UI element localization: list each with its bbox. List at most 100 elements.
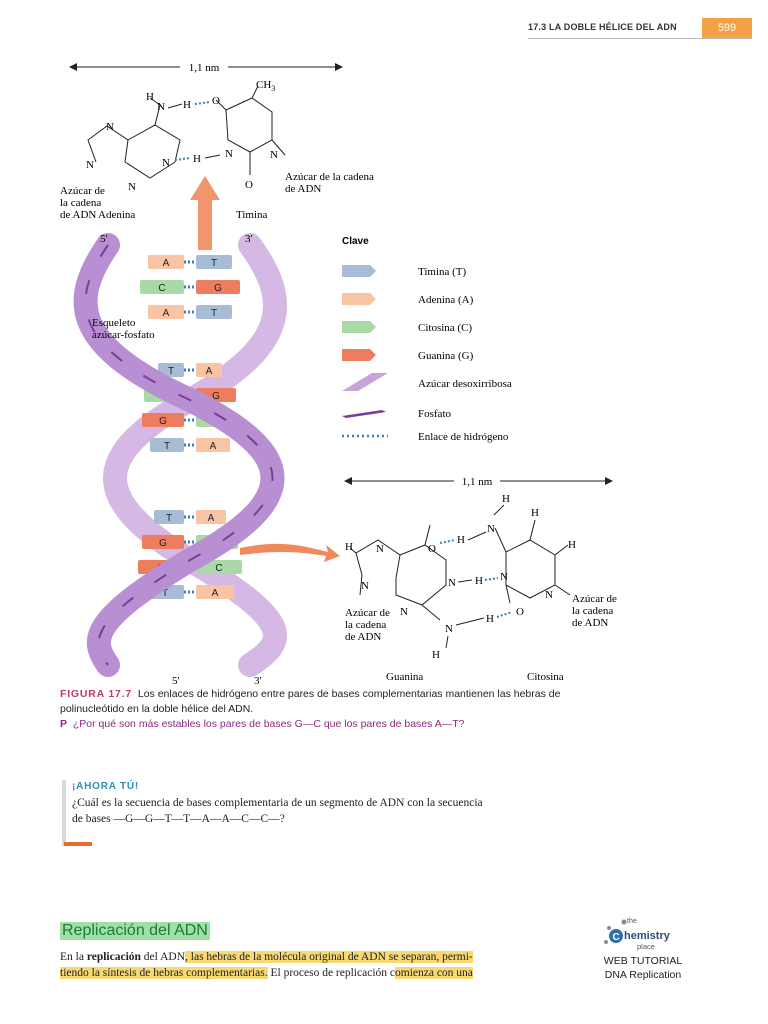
sugar-label-left-2: la cadena	[60, 197, 101, 209]
adenine-amino-h: H	[146, 91, 154, 103]
cytosine-h6: H	[568, 539, 576, 551]
cytosine-o2: O	[516, 606, 524, 618]
base-left	[154, 510, 184, 524]
cytosine-n1: N	[545, 589, 553, 601]
backbone-strand-back	[103, 233, 287, 677]
arrow-to-gc-pair	[240, 543, 340, 562]
backbone-label-2: azúcar-fosfato	[92, 329, 155, 341]
phosphate-marks	[84, 244, 274, 666]
distance-label-bottom: 1,1 nm	[462, 476, 493, 488]
svg-text:place: place	[637, 942, 655, 951]
chemistry-place-logo[interactable]: the C hemistry place	[594, 910, 704, 954]
key-swatch	[342, 265, 376, 277]
figure-caption-line2: polinucleótido en la doble hélice del AD…	[60, 703, 254, 715]
adenine-rings	[87, 97, 181, 179]
key-label: Azúcar desoxirribosa	[418, 378, 512, 390]
base-left	[142, 413, 184, 427]
base-letter-left: G	[159, 538, 167, 549]
key-item: Adenina (A)	[342, 293, 474, 306]
gc-sugar-right-3: de ADN	[572, 617, 608, 629]
guanine-n3: N	[400, 606, 408, 618]
end-top-left: 5'	[100, 233, 108, 245]
base-letter-left: A	[163, 258, 170, 269]
backbone-label-1: Esqueleto	[92, 317, 136, 329]
dna-figure: 1,1 nm N N N N N H H H O N N O	[60, 62, 617, 687]
gc-sugar-left-2: la cadena	[345, 619, 386, 631]
base-letter-right: A	[206, 366, 213, 377]
cytosine-ring	[493, 504, 571, 604]
cytosine-amino-n: N	[487, 523, 495, 535]
end-top-right: 3'	[245, 233, 253, 245]
thymine-n3: N	[225, 148, 233, 160]
base-left	[140, 280, 184, 294]
cytosine-n3: N	[500, 571, 508, 583]
ahora-line2: de bases —G—G—T—T—A—A—C—C—?	[72, 813, 285, 825]
base-letter-right: C	[215, 563, 222, 574]
base-letter-right: T	[211, 308, 217, 319]
gc-hbond-h-2: H	[475, 575, 483, 587]
web-tutorial-topic[interactable]: DNA Replication	[604, 969, 682, 981]
gc-hbond-h-1: H	[457, 534, 465, 546]
base-letter-left: T	[162, 588, 168, 599]
sugar-label-right-2: de ADN	[285, 183, 321, 195]
base-left	[148, 305, 184, 319]
sugar-label-right-1: Azúcar de la cadena	[285, 171, 374, 183]
arrow-up-to-at-pair	[190, 176, 220, 250]
adenine-thymine-structure: 1,1 nm N N N N N H H H O N N O	[60, 62, 374, 221]
base-letter-left: T	[164, 441, 170, 452]
gc-hbond-h-3: H	[486, 613, 494, 625]
base-left	[142, 535, 184, 549]
section-title: Replicación del ADN	[60, 922, 210, 940]
guanine-o6: O	[428, 543, 436, 555]
key-label: Citosina (C)	[418, 322, 472, 334]
base-letter-right: G	[212, 391, 220, 402]
ahora-sidebar-rule	[62, 780, 66, 846]
guanine-amino-h: H	[432, 649, 440, 661]
key-item: Fosfato	[342, 408, 452, 420]
base-letter-left: T	[166, 513, 172, 524]
svg-text:the: the	[627, 918, 637, 925]
key-item: Citosina (C)	[342, 321, 472, 334]
base-letter-right: A	[208, 513, 215, 524]
gc-sugar-right-2: la cadena	[572, 605, 613, 617]
key-item: Timina (T)	[342, 265, 467, 278]
figure-label: FIGURA 17.7	[60, 688, 133, 700]
key-swatch	[342, 373, 388, 391]
body-line-2: tiendo la síntesis de hebras complementa…	[60, 967, 473, 979]
base-left	[150, 438, 184, 452]
adenine-n1: N	[162, 157, 170, 169]
key-title: Clave	[342, 236, 369, 247]
figure-caption-line1: FIGURA 17.7 Los enlaces de hidrógeno ent…	[60, 688, 560, 700]
hbond-h-lower: H	[193, 153, 201, 165]
figure-key: Clave Timina (T)Adenina (A)Citosina (C)G…	[342, 236, 512, 443]
distance-label: 1,1 nm	[189, 62, 220, 74]
base-letter-right: G	[214, 283, 222, 294]
thymine-o2: O	[245, 179, 253, 191]
web-tutorial-label[interactable]: WEB TUTORIAL	[603, 955, 683, 967]
adenine-n9: N	[86, 159, 94, 171]
gc-sugar-left-1: Azúcar de	[345, 607, 390, 619]
base-letter-right: A	[212, 588, 219, 599]
gc-sugar-right-1: Azúcar de	[572, 593, 617, 605]
gc-sugar-left-3: de ADN	[345, 631, 381, 643]
ahora-title: ¡AHORA TÚ!	[72, 781, 140, 792]
key-swatch	[342, 349, 376, 361]
adenine-amino-n: N	[157, 101, 165, 113]
question-marker: P	[60, 718, 68, 730]
question-text: ¿Por qué son más estables los pares de b…	[72, 718, 465, 730]
page-number: 599	[702, 18, 752, 38]
hbond-h-upper: H	[183, 99, 191, 111]
base-letter-right: A	[210, 441, 217, 452]
hbond-dots-lower	[174, 157, 191, 161]
guanine-rings	[349, 524, 447, 621]
svg-text:C: C	[613, 932, 620, 943]
caption-text-1: Los enlaces de hidrógeno entre pares de …	[137, 688, 561, 700]
base-right	[196, 305, 232, 319]
base-letter-left: T	[168, 366, 174, 377]
